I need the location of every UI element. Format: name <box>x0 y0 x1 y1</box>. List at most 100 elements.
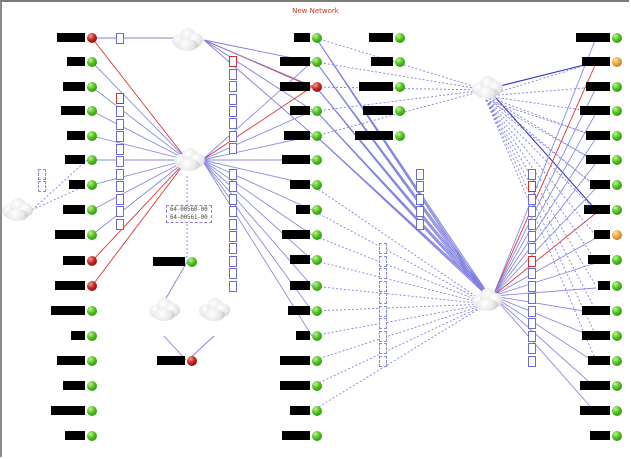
host-node-right[interactable] <box>611 105 623 117</box>
host-node-left[interactable] <box>86 229 98 241</box>
host-node-mid[interactable] <box>311 254 323 266</box>
host-node-right[interactable] <box>611 280 623 292</box>
host-node-3g-feed[interactable] <box>394 32 406 44</box>
host-node-3g-feed[interactable] <box>394 105 406 117</box>
circuit-label[interactable] <box>116 93 124 104</box>
host-node-left[interactable] <box>86 405 98 417</box>
phone-number-label[interactable] <box>379 331 387 342</box>
circuit-label[interactable] <box>229 194 237 205</box>
circuit-label[interactable] <box>229 81 237 92</box>
host-node-left[interactable] <box>86 280 98 292</box>
circuit-label[interactable] <box>116 219 124 230</box>
circuit-label[interactable] <box>229 169 237 180</box>
phone-number-label[interactable] <box>528 318 536 329</box>
host-node-3g-feed[interactable] <box>394 56 406 68</box>
circuit-label[interactable] <box>116 131 124 142</box>
host-node-left[interactable] <box>86 32 98 44</box>
host-node-right[interactable] <box>611 32 623 44</box>
circuit-label[interactable] <box>229 256 237 267</box>
cloud-atm-right[interactable] <box>197 296 231 322</box>
host-node-right[interactable] <box>611 154 623 166</box>
phone-number-label[interactable] <box>528 219 536 230</box>
circuit-label[interactable] <box>116 169 124 180</box>
host-node-mid[interactable] <box>311 56 323 68</box>
host-node-left[interactable] <box>86 179 98 191</box>
phone-number-label[interactable] <box>416 219 424 230</box>
cloud-3g[interactable] <box>470 74 504 100</box>
atm-node[interactable] <box>186 355 198 367</box>
circuit-label[interactable] <box>116 106 124 117</box>
phone-number-label[interactable] <box>528 243 536 254</box>
host-node-right[interactable] <box>611 305 623 317</box>
phone-number-label[interactable] <box>416 181 424 192</box>
host-node-left[interactable] <box>86 430 98 442</box>
host-node-right[interactable] <box>611 405 623 417</box>
circuit-label[interactable] <box>229 143 237 154</box>
phone-number-label[interactable] <box>379 281 387 292</box>
circuit-label[interactable] <box>229 56 237 67</box>
phone-number-label[interactable] <box>528 356 536 367</box>
phone-number-label[interactable] <box>528 194 536 205</box>
circuit-label[interactable] <box>116 156 124 167</box>
host-node-left[interactable] <box>86 355 98 367</box>
phone-number-label[interactable] <box>528 231 536 242</box>
circuit-label[interactable] <box>116 33 124 44</box>
host-node-left[interactable] <box>86 81 98 93</box>
host-node-left[interactable] <box>86 56 98 68</box>
circuit-label[interactable] <box>229 281 237 292</box>
cloud-atm-left[interactable] <box>147 296 181 322</box>
phone-number-label[interactable] <box>528 256 536 267</box>
circuit-label[interactable] <box>229 231 237 242</box>
phone-number-label[interactable] <box>528 181 536 192</box>
host-node-right[interactable] <box>611 254 623 266</box>
broadlink-circuit-label[interactable] <box>38 181 46 192</box>
circuit-label[interactable] <box>229 268 237 279</box>
phone-number-label[interactable] <box>379 318 387 329</box>
host-node-left[interactable] <box>86 305 98 317</box>
circuit-label[interactable] <box>116 119 124 130</box>
phone-number-label[interactable] <box>528 306 536 317</box>
phone-number-label[interactable] <box>528 169 536 180</box>
host-node-mid[interactable] <box>311 280 323 292</box>
host-node-right[interactable] <box>611 56 623 68</box>
host-node-left[interactable] <box>86 154 98 166</box>
host-node-right[interactable] <box>611 130 623 142</box>
phone-number-label[interactable] <box>379 293 387 304</box>
phone-number-label[interactable] <box>416 206 424 217</box>
phone-number-label[interactable] <box>528 331 536 342</box>
phone-number-label[interactable] <box>379 268 387 279</box>
host-node-right[interactable] <box>611 430 623 442</box>
host-node-3g-feed[interactable] <box>394 81 406 93</box>
circuit-label[interactable] <box>229 243 237 254</box>
host-node-right[interactable] <box>611 355 623 367</box>
host-node-mid[interactable] <box>311 32 323 44</box>
phone-number-label[interactable] <box>379 356 387 367</box>
host-node-right[interactable] <box>611 81 623 93</box>
circuit-label[interactable] <box>229 94 237 105</box>
phone-number-label[interactable] <box>528 268 536 279</box>
circuit-label[interactable] <box>229 69 237 80</box>
host-node-left[interactable] <box>86 255 98 267</box>
host-node-mid[interactable] <box>311 380 323 392</box>
host-node-mid[interactable] <box>311 405 323 417</box>
circuit-label[interactable] <box>116 181 124 192</box>
phone-number-label[interactable] <box>528 281 536 292</box>
host-node-mid[interactable] <box>311 229 323 241</box>
host-node-3g-feed[interactable] <box>394 130 406 142</box>
host-node-mid[interactable] <box>311 81 323 93</box>
host-node-mid[interactable] <box>311 430 323 442</box>
phone-number-label[interactable] <box>379 306 387 317</box>
host-node-left[interactable] <box>86 130 98 142</box>
phone-number-label[interactable] <box>528 293 536 304</box>
cloud-adsl[interactable] <box>470 286 504 312</box>
host-node-right[interactable] <box>611 330 623 342</box>
host-node-left[interactable] <box>86 330 98 342</box>
host-node-mid[interactable] <box>311 154 323 166</box>
host-node-mid[interactable] <box>311 130 323 142</box>
circuit-label[interactable] <box>229 118 237 129</box>
phone-number-label[interactable] <box>379 256 387 267</box>
phone-number-label[interactable] <box>416 194 424 205</box>
cloud-diginet-top[interactable] <box>170 26 204 52</box>
phone-number-label[interactable] <box>528 343 536 354</box>
phone-number-label[interactable] <box>528 206 536 217</box>
